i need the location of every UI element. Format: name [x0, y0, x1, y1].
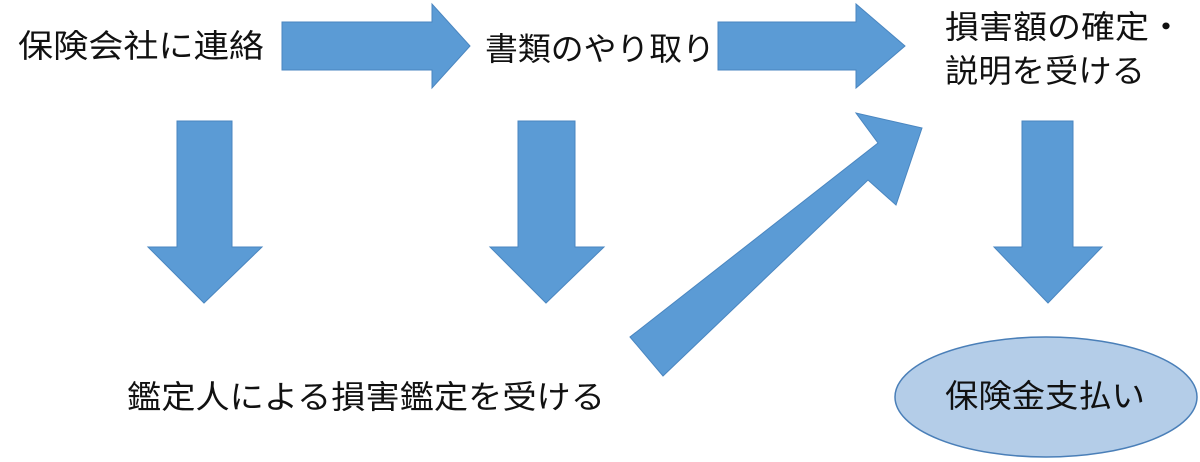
arrow-appraisal-to-confirm [629, 112, 923, 377]
arrow-contact-to-documents [281, 2, 471, 90]
node-contact-text: 保険会社に連絡 [18, 27, 264, 65]
arrow-documents-to-appraisal [488, 120, 606, 304]
node-appraisal-text: 鑑定人による損害鑑定を受ける [127, 378, 605, 416]
node-confirm-text-line2: 説明を受ける [945, 52, 1145, 90]
payment-ellipse [894, 336, 1198, 458]
arrow-contact-to-appraisal [146, 120, 264, 304]
node-payment-text: 保険金支払い [945, 377, 1145, 415]
node-confirm-text-line1: 損害額の確定・ [945, 8, 1183, 46]
node-documents-text: 書類のやり取り [485, 30, 715, 68]
arrow-confirm-to-payment [992, 120, 1104, 304]
arrow-documents-to-confirm [717, 2, 906, 90]
